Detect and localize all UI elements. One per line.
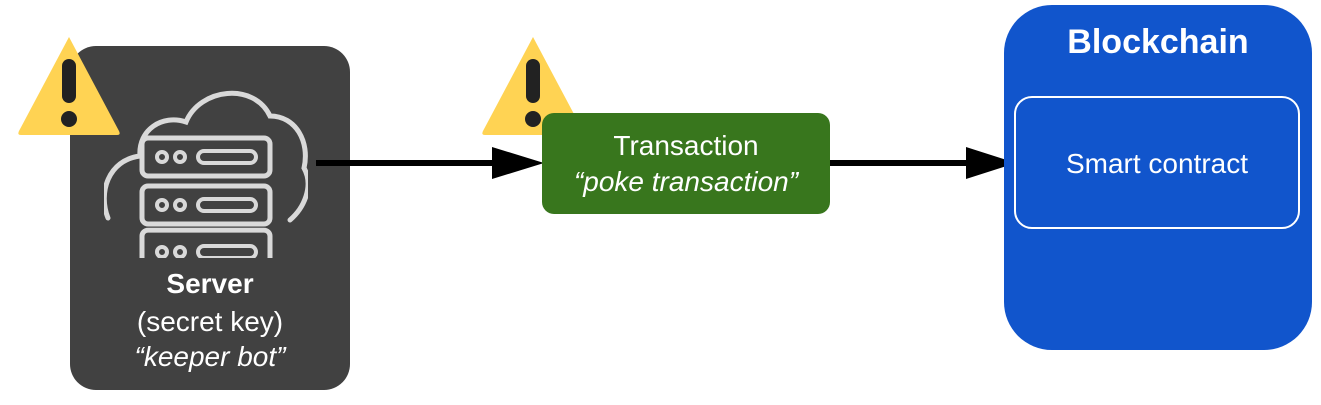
server-subtitle: (secret key) (136, 306, 284, 337)
transaction-node: Transaction “poke transaction” (542, 113, 830, 214)
server-node: Server (secret key) “keeper bot” (70, 46, 350, 390)
connector-arrow (830, 147, 1016, 179)
warning-icon (18, 37, 120, 135)
cloud-server-icon (104, 90, 308, 258)
blockchain-node: Blockchain Smart contract (1004, 5, 1312, 350)
transaction-subtitle: “poke transaction” (573, 166, 799, 197)
transaction-title: Transaction (613, 130, 759, 161)
smart-contract-node: Smart contract (1014, 96, 1300, 229)
blockchain-title: Blockchain (1067, 23, 1249, 61)
server-role: “keeper bot” (134, 341, 286, 372)
server-title: Server (166, 268, 254, 299)
warning-icon (482, 37, 584, 135)
connector-arrow (316, 147, 544, 179)
smart-contract-label: Smart contract (1065, 148, 1249, 179)
